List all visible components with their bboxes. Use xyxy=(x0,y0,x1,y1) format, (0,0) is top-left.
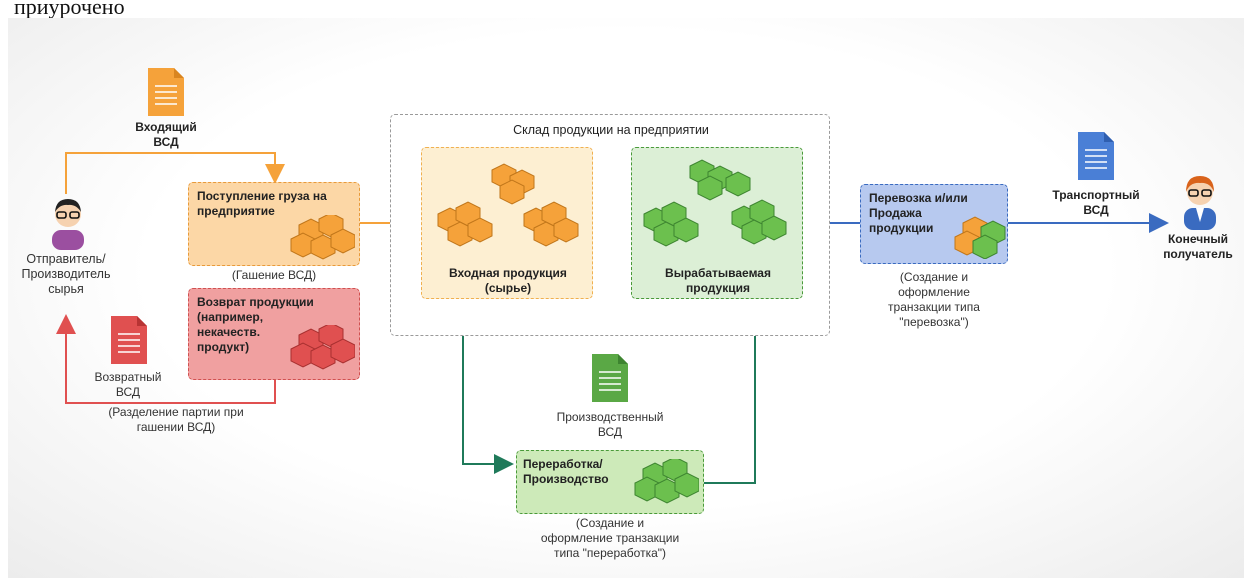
processing-note: (Создание и оформление транзакции типа "… xyxy=(540,516,680,560)
return-note: (Разделение партии при гашении ВСД) xyxy=(108,405,244,434)
document-icon xyxy=(111,316,147,364)
top-text: приурочено xyxy=(14,0,125,19)
warehouse-container: Склад продукции на предприятии Входная п… xyxy=(390,114,830,336)
document-icon xyxy=(148,68,184,116)
receipt-note: (Гашение ВСД) xyxy=(231,268,317,282)
transport-label: Перевозка и/или Продажа продукции xyxy=(869,191,968,235)
receipt-box: Поступление груза на предприятие xyxy=(188,182,360,266)
doc-production-label: Производственный ВСД xyxy=(556,410,664,439)
cubes-icon xyxy=(290,325,355,370)
doc-return-label: Возвратный ВСД xyxy=(94,370,162,399)
transport-note: (Создание и оформление транзакции типа "… xyxy=(888,270,980,329)
doc-incoming-label: Входящий ВСД xyxy=(135,120,197,149)
input-product-label: Входная продукция (сырье) xyxy=(449,266,567,295)
return-label: Возврат продукции (например, некачеств. … xyxy=(197,295,314,354)
cubes-icon xyxy=(954,216,1006,259)
arrow-return xyxy=(56,314,276,404)
sender-label: Отправитель/ Производитель сырья xyxy=(21,252,111,296)
arrow-from-processing xyxy=(703,304,765,484)
processing-box: Переработка/ Производство xyxy=(516,450,704,514)
doc-transport-label: Транспортный ВСД xyxy=(1052,188,1140,217)
output-product-label: Вырабатываемая продукция xyxy=(665,266,771,295)
cubes-icon xyxy=(634,459,699,504)
return-box: Возврат продукции (например, некачеств. … xyxy=(188,288,360,380)
cubes-icon xyxy=(437,163,579,247)
document-icon xyxy=(1078,132,1114,180)
person-icon xyxy=(52,199,84,250)
input-product-box: Входная продукция (сырье) xyxy=(421,147,593,299)
cubes-icon xyxy=(643,159,787,247)
arrow-incoming xyxy=(65,152,285,194)
person-icon xyxy=(1184,176,1216,230)
receipt-label: Поступление груза на предприятие xyxy=(197,189,327,218)
warehouse-title: Склад продукции на предприятии xyxy=(513,123,709,137)
processing-label: Переработка/ Производство xyxy=(523,457,609,486)
diagram-canvas: Входящий ВСД Возвратный ВСД Производстве… xyxy=(8,18,1244,578)
transport-box: Перевозка и/или Продажа продукции xyxy=(860,184,1008,264)
arrow-to-processing xyxy=(462,310,514,474)
output-product-box: Вырабатываемая продукция xyxy=(631,147,803,299)
document-icon xyxy=(592,354,628,402)
cubes-icon xyxy=(290,215,355,260)
receiver-label: Конечный получатель xyxy=(1163,232,1233,261)
